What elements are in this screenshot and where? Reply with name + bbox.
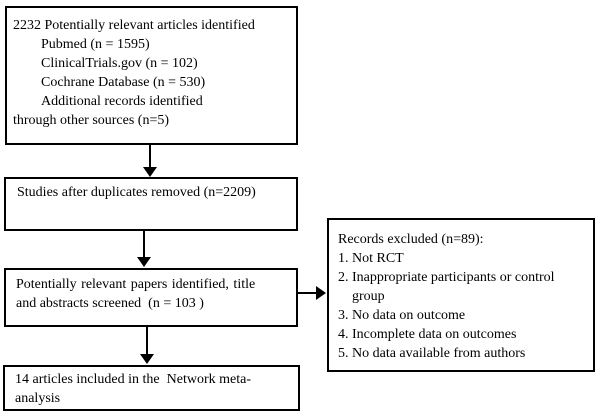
identified-other-sources-line: through other sources (n=5)	[13, 113, 170, 128]
arrowhead-down-icon	[143, 167, 157, 177]
arrow-shaft	[146, 325, 148, 355]
excluded-item-4: 4. Incomplete data on outcomes	[338, 327, 517, 342]
arrowhead-down-icon	[137, 257, 151, 267]
arrowhead-right-icon	[316, 286, 326, 300]
identified-source-cochrane: Cochrane Database (n = 530)	[41, 75, 206, 90]
box-articles-identified: 2232 Potentially relevant articles ident…	[5, 6, 298, 145]
included-line-2: analysis	[15, 391, 61, 406]
identified-additional-records-line: Additional records identified	[41, 94, 203, 109]
box-included-articles: 14 articles included in the Network meta…	[3, 365, 300, 411]
excluded-item-2: 2. Inappropriate participants or control…	[338, 270, 555, 304]
excluded-item-3: 3. No data on outcome	[338, 308, 466, 323]
identified-source-pubmed: Pubmed (n = 1595)	[41, 37, 150, 52]
excluded-item-1: 1. Not RCT	[338, 251, 404, 266]
box-duplicates-removed: Studies after duplicates removed (n=2209…	[4, 177, 298, 231]
box-title-abstracts-screened: Potentially relevant papers identified, …	[4, 268, 298, 327]
excluded-item-5: 5. No data available from authors	[338, 346, 526, 361]
excluded-heading: Records excluded (n=89):	[338, 232, 484, 247]
box-records-excluded: Records excluded (n=89): 1. Not RCT 2. I…	[327, 218, 595, 372]
screened-line-2: and abstracts screened (n = 103 )	[16, 296, 204, 311]
arrow-shaft	[143, 229, 145, 258]
arrowhead-down-icon	[140, 354, 154, 364]
included-line-1: 14 articles included in the Network meta…	[15, 372, 251, 387]
arrow-shaft	[149, 143, 151, 168]
duplicates-removed-text: Studies after duplicates removed (n=2209…	[17, 185, 256, 200]
arrow-shaft	[297, 292, 317, 294]
identified-total-line: 2232 Potentially relevant articles ident…	[13, 18, 255, 33]
identified-source-clinicaltrials: ClinicalTrials.gov (n = 102)	[41, 56, 198, 71]
screened-line-1: Potentially relevant papers identified, …	[16, 277, 256, 292]
